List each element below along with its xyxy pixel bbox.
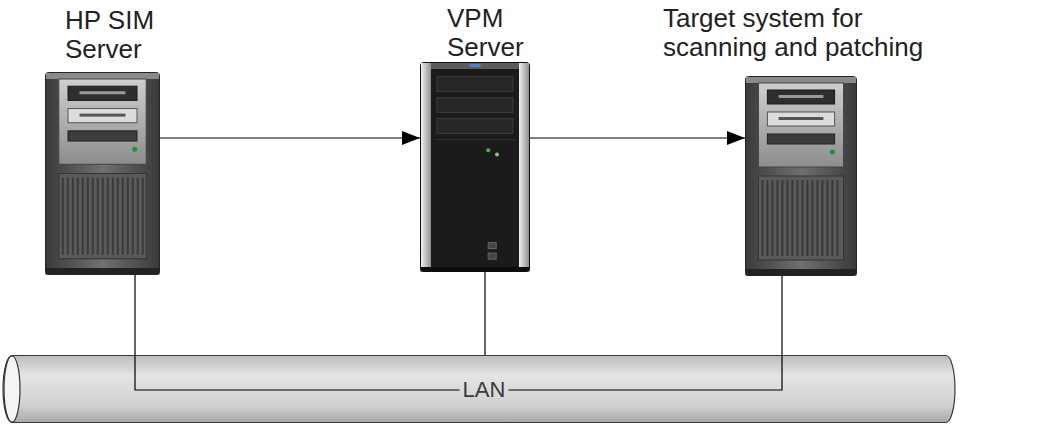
network-link (135, 275, 460, 390)
server-label: Target system for scanning and patching (663, 4, 953, 61)
grille-slit (771, 180, 773, 256)
drive-bay (68, 131, 137, 141)
front-grille (758, 176, 843, 260)
power-led (495, 152, 499, 156)
flow-arrow (160, 137, 420, 138)
tower-base (746, 269, 857, 276)
pipe-end (4, 356, 20, 422)
network-pipe: LAN (3, 355, 955, 423)
power-led (486, 148, 490, 152)
grille-slit (786, 180, 788, 256)
server-tower: Target system for scanning and patching (745, 76, 857, 276)
grille-slit (796, 180, 798, 256)
drive-bay (437, 77, 513, 92)
grille-slit (816, 180, 818, 256)
grille-slit (766, 180, 768, 256)
grille-slit (831, 180, 833, 256)
tower-base (421, 267, 530, 272)
tower-body (46, 73, 160, 275)
drive-bay (68, 109, 137, 123)
server-tower: HP SIM Server (45, 72, 160, 275)
drive-bay (68, 86, 137, 100)
flow-arrow (530, 137, 745, 138)
grille-slit (67, 178, 69, 255)
tower-body (421, 63, 530, 272)
grille-slit (97, 178, 99, 255)
status-light (470, 64, 481, 67)
grille-slit (127, 178, 129, 255)
grille-slit (82, 178, 84, 255)
tower-body (746, 77, 857, 276)
grille-slit (137, 178, 139, 255)
grille-slit (87, 178, 89, 255)
drive-slot (80, 114, 126, 117)
grille-slit (72, 178, 74, 255)
grille-slit (836, 180, 838, 256)
tower-top (431, 63, 519, 69)
tower-base (46, 268, 160, 275)
grille-slit (821, 180, 823, 256)
server-tower: VPM Server (420, 62, 530, 272)
grille-slit (132, 178, 134, 255)
drive-bay (767, 134, 834, 144)
tower-top (46, 73, 159, 79)
pipe-body (3, 356, 955, 423)
front-port (488, 253, 496, 259)
panel-seam (434, 139, 516, 140)
grille-slit (776, 180, 778, 256)
grille-slit (761, 180, 763, 256)
tower-top (746, 77, 856, 83)
drive-slot (779, 95, 824, 98)
drive-slot (779, 117, 824, 120)
grille-slit (92, 178, 94, 255)
grille-slit (107, 178, 109, 255)
side-trim (421, 63, 431, 271)
drive-bay (437, 119, 513, 134)
grille-slit (781, 180, 783, 256)
network-link (508, 276, 782, 390)
power-led (132, 147, 137, 152)
node-outline (45, 72, 160, 275)
grille-slit (806, 180, 808, 256)
network-label: LAN (463, 379, 506, 401)
drive-bay (437, 98, 513, 113)
grille-slit (77, 178, 79, 255)
drive-bay (767, 112, 834, 126)
grille-slit (112, 178, 114, 255)
grille-slit (122, 178, 124, 255)
grille-slit (117, 178, 119, 255)
grille-slit (801, 180, 803, 256)
front-bezel (758, 83, 843, 167)
drive-slot (80, 91, 126, 94)
grille-slit (791, 180, 793, 256)
front-grille (59, 174, 146, 259)
server-label: HP SIM Server (65, 6, 175, 63)
server-label: VPM Server (447, 4, 547, 61)
node-outline (745, 76, 857, 276)
grille-slit (142, 178, 144, 255)
side-trim (519, 63, 529, 271)
network-link (484, 272, 485, 355)
grille-slit (826, 180, 828, 256)
front-port (488, 243, 496, 249)
grille-slit (102, 178, 104, 255)
drive-bay (767, 90, 834, 104)
grille-slit (811, 180, 813, 256)
front-bezel (59, 79, 146, 164)
grille-slit (62, 178, 64, 255)
node-outline (420, 62, 530, 272)
power-led (830, 150, 835, 155)
